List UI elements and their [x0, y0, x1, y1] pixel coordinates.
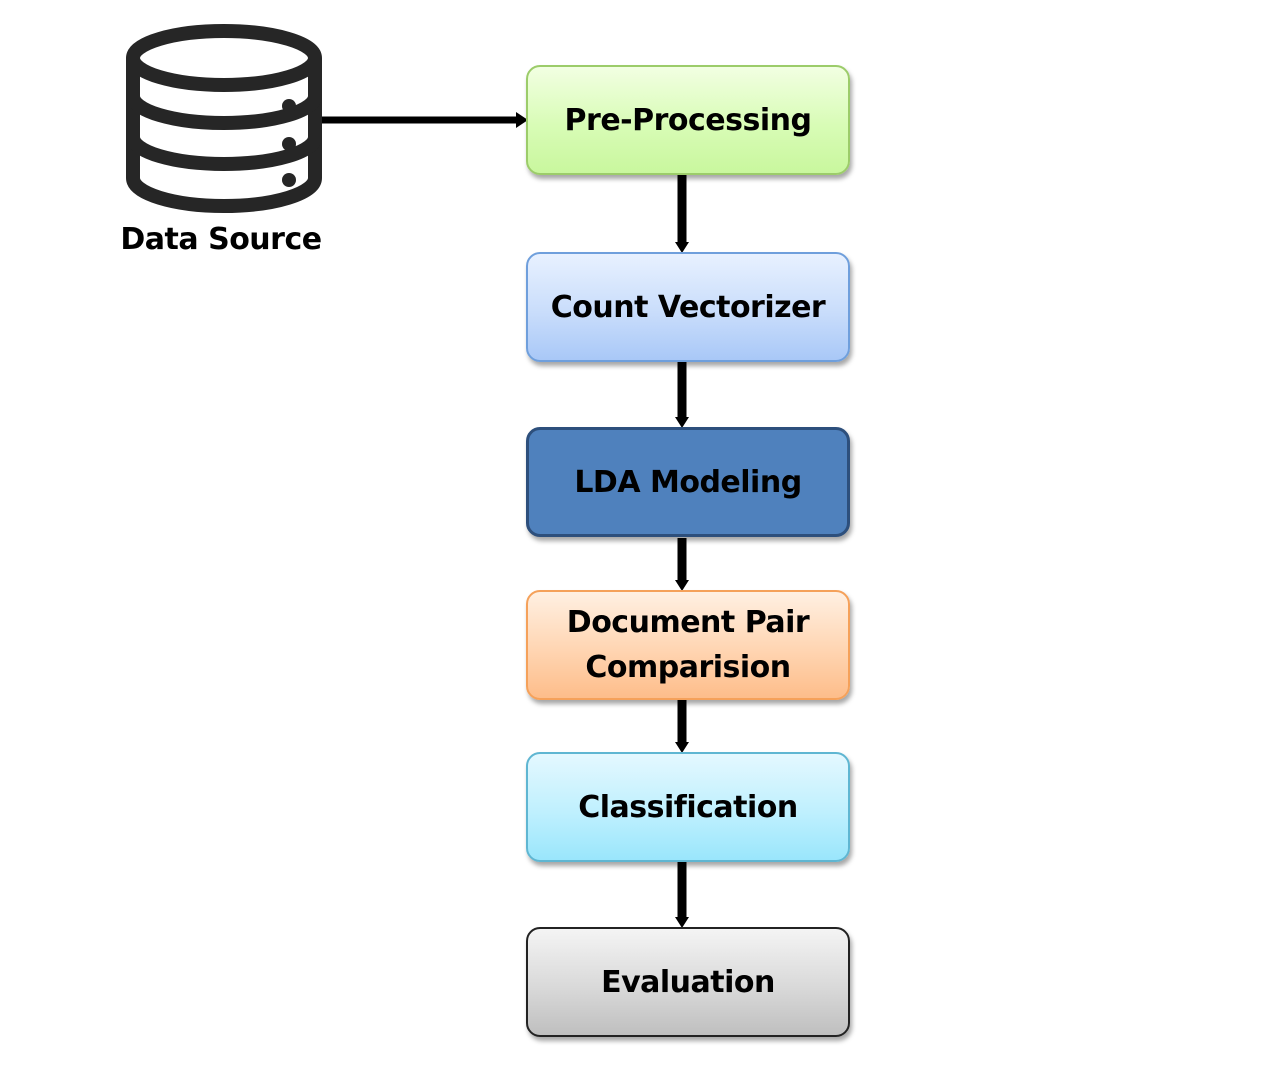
- document-pair-label-line2: Comparision: [585, 650, 791, 685]
- count-vectorizer-box: Count Vectorizer: [526, 252, 850, 362]
- lda-modeling-box: LDA Modeling: [526, 427, 850, 537]
- database-icon: [126, 24, 322, 213]
- arrow-lda-to-document-pair: [675, 538, 689, 591]
- pre-processing-label: Pre-Processing: [564, 102, 812, 138]
- document-pair-comparision-box: Document Pair Comparision: [526, 590, 850, 700]
- arrow-preprocessing-to-count: [675, 175, 689, 253]
- lda-modeling-label: LDA Modeling: [574, 464, 802, 500]
- classification-box: Classification: [526, 752, 850, 862]
- arrow-count-to-lda: [675, 362, 689, 428]
- document-pair-label-line1: Document Pair: [566, 605, 810, 640]
- count-vectorizer-label: Count Vectorizer: [550, 289, 826, 325]
- evaluation-label: Evaluation: [601, 964, 775, 1000]
- document-pair-comparision-label: Document Pair Comparision: [566, 600, 810, 690]
- database-indicator-dots: [282, 99, 296, 187]
- classification-label: Classification: [578, 789, 798, 825]
- arrow-document-pair-to-classification: [675, 700, 689, 753]
- arrow-classification-to-evaluation: [675, 862, 689, 928]
- arrow-source-to-preprocessing: [322, 112, 528, 128]
- evaluation-box: Evaluation: [526, 927, 850, 1037]
- data-source-label: Data Source: [120, 222, 322, 257]
- pre-processing-box: Pre-Processing: [526, 65, 850, 175]
